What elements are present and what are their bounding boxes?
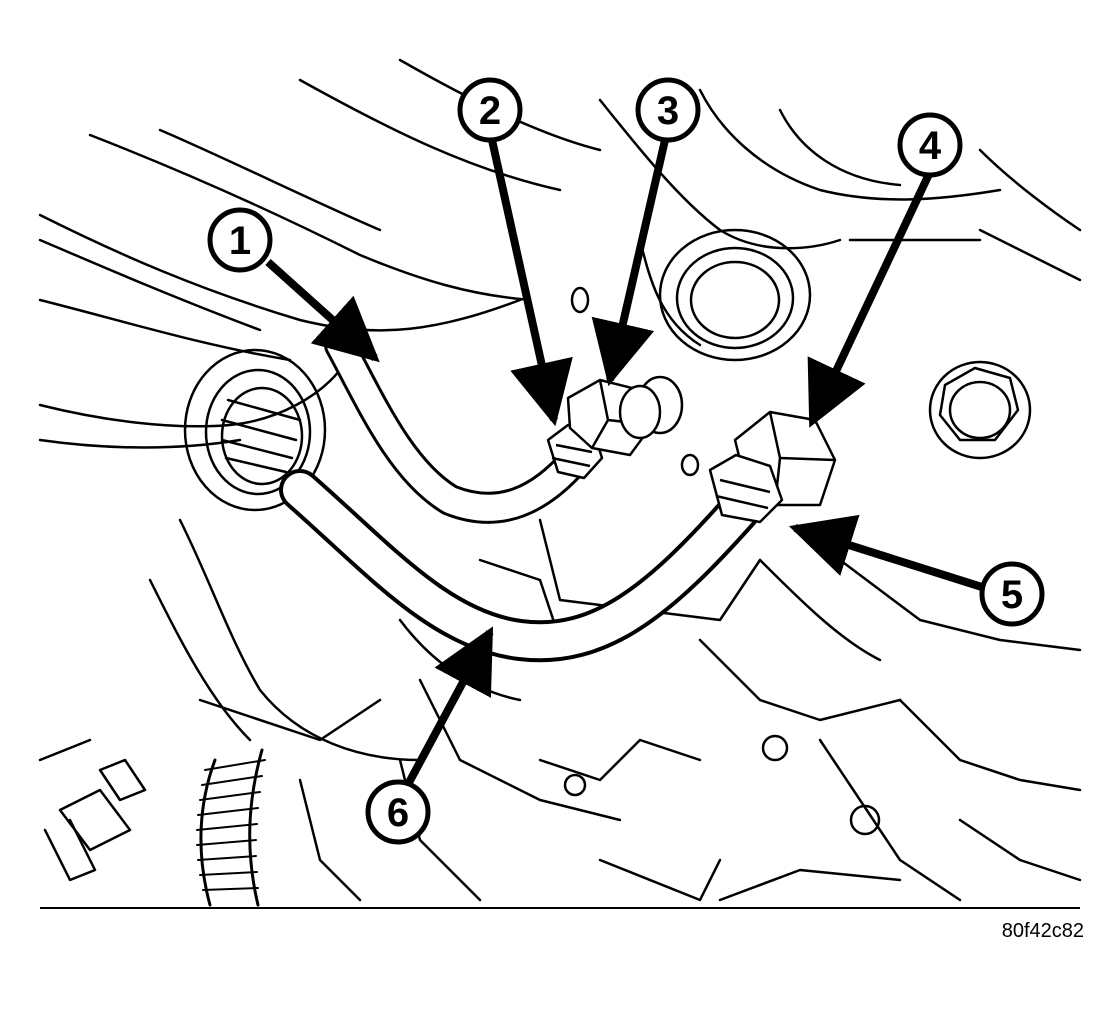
leader-arrows bbox=[265, 139, 987, 792]
leader-arrow-6 bbox=[401, 626, 494, 792]
callout-2-label: 2 bbox=[479, 89, 501, 133]
callout-1-label: 1 bbox=[229, 219, 251, 263]
callout-6-label: 6 bbox=[387, 791, 409, 835]
engine-line-art bbox=[38, 58, 1082, 907]
callout-3-label: 3 bbox=[657, 89, 679, 133]
leader-arrow-5 bbox=[788, 514, 987, 592]
callout-6: 6 bbox=[365, 779, 431, 845]
callout-5: 5 bbox=[979, 561, 1045, 627]
callout-5-label: 5 bbox=[1001, 573, 1023, 617]
callout-3: 3 bbox=[635, 77, 701, 143]
figure-id: 80f42c82 bbox=[1001, 920, 1084, 942]
leader-arrow-1 bbox=[265, 259, 380, 363]
callouts: 1 2 3 4 5 6 bbox=[207, 77, 1045, 845]
callout-4-label: 4 bbox=[919, 124, 942, 168]
leader-arrow-2 bbox=[488, 139, 573, 427]
callout-1: 1 bbox=[207, 207, 273, 273]
callout-2: 2 bbox=[457, 77, 523, 143]
fuel-tubes bbox=[279, 329, 761, 663]
tube-fittings bbox=[546, 378, 837, 524]
leader-arrow-4 bbox=[807, 170, 934, 428]
callout-4: 4 bbox=[897, 112, 963, 178]
leader-arrow-3 bbox=[591, 139, 669, 387]
